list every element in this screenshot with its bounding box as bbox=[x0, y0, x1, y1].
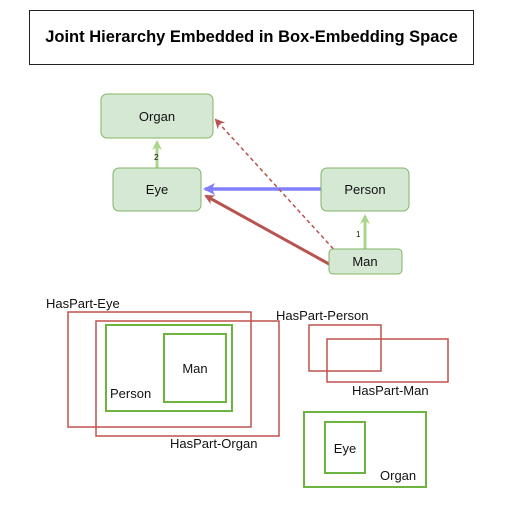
box-haspart-person bbox=[308, 324, 382, 372]
box-man bbox=[163, 333, 227, 403]
node-man: Man bbox=[328, 248, 403, 275]
node-eye-label: Eye bbox=[146, 182, 168, 197]
box-haspart-person-label: HasPart-Person bbox=[276, 308, 368, 323]
diagram-title: Joint Hierarchy Embedded in Box-Embeddin… bbox=[45, 28, 458, 46]
node-organ-label: Organ bbox=[139, 109, 175, 124]
title-box: Joint Hierarchy Embedded in Box-Embeddin… bbox=[29, 10, 474, 65]
box-eye bbox=[324, 421, 366, 474]
box-person bbox=[105, 324, 233, 412]
box-man-label: Man bbox=[182, 361, 207, 376]
box-haspart-man-label: HasPart-Man bbox=[352, 383, 429, 398]
node-man-label: Man bbox=[352, 254, 377, 269]
edge-man-to-eye bbox=[204, 194, 330, 266]
node-eye: Eye bbox=[112, 167, 202, 212]
box-organ-label: Organ bbox=[380, 468, 416, 483]
edge-eye-organ-number: 2 bbox=[154, 153, 159, 162]
box-haspart-eye-label: HasPart-Eye bbox=[46, 296, 120, 311]
node-person-label: Person bbox=[344, 182, 385, 197]
edge-man-to-organ-dashed bbox=[214, 118, 339, 255]
box-haspart-eye bbox=[67, 311, 252, 428]
node-person: Person bbox=[320, 167, 410, 212]
box-haspart-organ bbox=[95, 320, 280, 437]
edge-man-person-number: 1 bbox=[356, 230, 361, 239]
box-haspart-man bbox=[326, 338, 449, 383]
box-haspart-organ-label: HasPart-Organ bbox=[170, 436, 257, 451]
node-organ: Organ bbox=[100, 93, 214, 139]
box-person-label: Person bbox=[110, 386, 151, 401]
box-organ bbox=[303, 411, 427, 488]
box-eye-label: Eye bbox=[334, 441, 356, 456]
